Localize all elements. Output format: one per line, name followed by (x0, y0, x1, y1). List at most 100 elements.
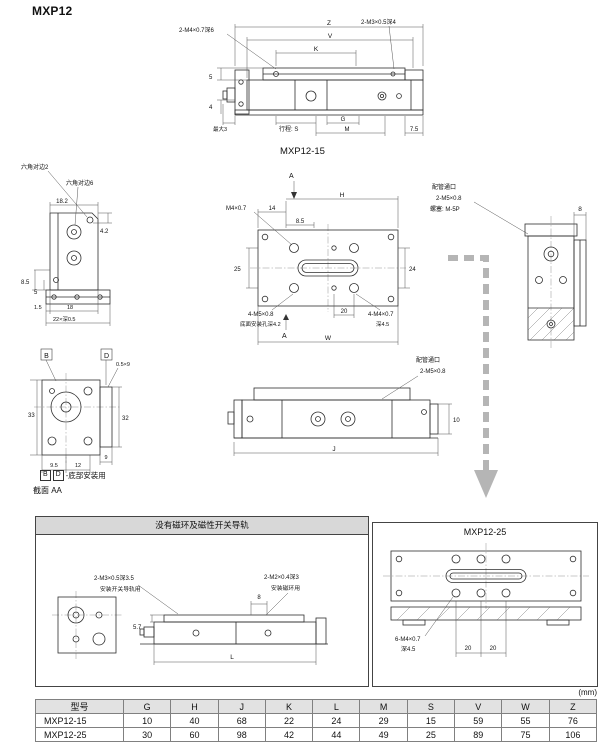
col-v: V (454, 699, 503, 714)
port-note-line2: 2-M5×0.8 (436, 196, 462, 202)
cell-l: 24 (312, 713, 361, 728)
section-view-marker-boxes (40, 348, 113, 361)
cell-w: 55 (501, 713, 550, 728)
dim-95-label: 9.5 (50, 463, 58, 469)
table-header-row: 型号 G H J K L M S V W Z (35, 699, 598, 714)
caption-d-box: D (52, 470, 64, 481)
section-a-bottom-label: A (282, 333, 287, 340)
side-view-dimension-lines (233, 375, 452, 456)
end-view-dimension-lines (473, 201, 587, 240)
cell-l: 44 (312, 727, 361, 742)
cell-z: 76 (548, 713, 598, 728)
cell-s: 15 (406, 713, 456, 728)
option-panel-dimension-lines (137, 584, 317, 665)
section-view-dimension-lines (30, 359, 122, 473)
option-end-view-outline (57, 596, 117, 654)
section-view-outline (41, 379, 113, 456)
cell-v: 89 (454, 727, 503, 742)
option-side-view-outline (139, 614, 328, 645)
dim-57-label: 5.7 (133, 625, 142, 631)
dim-42-label: 4.2 (100, 229, 109, 235)
dim-32-label: 32 (122, 416, 129, 422)
bottom-right-tap-annotation: 4-M4×0.7 (368, 312, 394, 318)
dim-5-label: 5 (34, 290, 38, 296)
bottom-right-tap-note: 深4.5 (376, 320, 389, 328)
option-end-view-centerlines (52, 591, 122, 659)
dim-9-label: 9 (104, 455, 107, 461)
col-j: J (217, 699, 266, 714)
col-s: S (406, 699, 456, 714)
pointer-arrow (448, 255, 498, 498)
section-note: 0.5×9 (116, 362, 130, 368)
dim-4-label: 4 (209, 105, 213, 111)
dim-85-label: 8.5 (21, 280, 30, 286)
dim-182-label: 18.2 (56, 199, 68, 205)
plan-view-centerlines (250, 224, 406, 312)
section-aa-caption: 截面 AA (33, 486, 62, 495)
option-panel-title: 没有磁环及磁性开关导轨 (36, 517, 368, 535)
dim-max3-label: 最大3 (213, 125, 227, 133)
dim-l-label: L (230, 654, 234, 661)
marker-b-label: B (44, 353, 49, 360)
cell-j: 98 (217, 727, 266, 742)
dim-12-label: 12 (75, 463, 81, 469)
dim-20b-label: 20 (490, 646, 497, 652)
bottom-left-tap-note: 底面安装孔深4.2 (240, 320, 281, 328)
table-row-mxp12-25: MXP12-25 30 60 98 42 44 49 25 89 75 106 (35, 727, 598, 742)
dim-75-label: 7.5 (410, 127, 419, 133)
col-m: M (359, 699, 408, 714)
end-view-outline (524, 223, 587, 341)
side-port-note-line2: 2-M5×0.8 (420, 369, 446, 375)
dim-z-label: Z (327, 20, 331, 27)
cell-m: 49 (359, 727, 408, 742)
plan-view-outline (257, 229, 399, 307)
plan-view-dimension-lines (246, 181, 410, 345)
dim-33-label: 33 (28, 413, 35, 419)
dim-5-label: 5 (209, 75, 213, 81)
front-view-dimension-lines (217, 24, 424, 136)
cell-model: MXP12-15 (35, 713, 124, 728)
plan-view-drawing: A A H 14 8.5 M4×0.7 25 24 20 W 4-M5×0.8 … (226, 173, 416, 345)
dim-18-label: 18 (67, 305, 73, 311)
option-panel-drawing: 2-M3×0.5深3.5 安装开关导轨用 2-M2×0.4深3 安装磁环用 8 … (52, 573, 328, 665)
cell-h: 40 (170, 713, 219, 728)
dim-m-label: M (345, 127, 350, 133)
dim-8-label: 8 (578, 206, 582, 213)
dim-24-label: 24 (409, 267, 416, 273)
arrow-line (448, 255, 489, 472)
cell-k: 42 (264, 727, 314, 742)
cell-g: 30 (122, 727, 172, 742)
dim-15-label: 1.5 (34, 305, 42, 311)
dim-14-label: 14 (269, 206, 276, 212)
mxp25-centerlines (383, 543, 589, 609)
mxp25-tap-note: 深4.5 (401, 645, 416, 653)
mxp25-dimension-lines (424, 596, 507, 657)
col-k: K (264, 699, 314, 714)
tap-right-annotation: 2-M3×0.5深4 (361, 18, 397, 26)
dim-v-label: V (328, 33, 333, 40)
end-view-hatching (527, 307, 575, 341)
dim-20-label: 20 (341, 309, 348, 315)
cell-w: 75 (501, 727, 550, 742)
port-note-line1: 配管通口 (432, 183, 456, 191)
bottom-mount-caption: B D -底部安装用 (40, 470, 106, 481)
col-g: G (122, 699, 172, 714)
dimension-table: 型号 G H J K L M S V W Z MXP12-15 10 40 68… (35, 699, 598, 742)
section-arrow-bottom (283, 314, 289, 320)
section-a-top-label: A (289, 173, 294, 180)
page-title: MXP12 (32, 4, 73, 18)
cell-g: 10 (122, 713, 172, 728)
col-model: 型号 (35, 699, 124, 714)
table-row-mxp12-15: MXP12-15 10 40 68 22 24 29 15 59 55 76 (35, 713, 598, 728)
hex-view-dimension-lines (32, 170, 112, 326)
front-view-caption: MXP12-15 (280, 146, 325, 157)
dim-stroke-label: 行程: S (279, 125, 298, 133)
dim-25-label: 25 (234, 267, 241, 273)
mxp25-panel: MXP12-25 (372, 522, 598, 687)
port-note-line3: 螺塞: M-5P (430, 205, 460, 213)
mxp25-caption: MXP12-25 (463, 527, 507, 537)
cell-j: 68 (217, 713, 266, 728)
col-h: H (170, 699, 219, 714)
dim-22-label: 22×深0.5 (53, 315, 75, 323)
